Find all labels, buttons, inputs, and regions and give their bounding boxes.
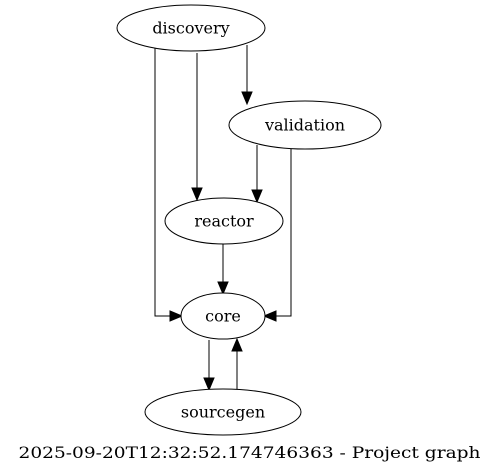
node-core: core bbox=[180, 292, 266, 340]
edge-sourcegen-core bbox=[231, 337, 243, 389]
node-sourcegen: sourcegen bbox=[144, 388, 302, 436]
graph-caption: 2025-09-20T12:32:52.174746363 - Project … bbox=[19, 443, 481, 462]
node-label: sourcegen bbox=[181, 403, 265, 422]
edge-reactor-core bbox=[217, 244, 229, 296]
edge-validation-core bbox=[262, 148, 292, 322]
edge-validation-reactor bbox=[251, 145, 263, 204]
node-label: reactor bbox=[194, 212, 254, 231]
node-validation: validation bbox=[228, 100, 382, 150]
node-label: core bbox=[205, 307, 241, 326]
edge-core-sourcegen bbox=[203, 340, 215, 392]
node-label: validation bbox=[264, 116, 345, 135]
node-label: discovery bbox=[152, 19, 229, 38]
node-discovery: discovery bbox=[116, 4, 266, 52]
edges bbox=[154, 45, 292, 392]
node-reactor: reactor bbox=[164, 197, 284, 245]
edge-discovery-reactor bbox=[191, 53, 203, 202]
edge-discovery-core bbox=[154, 48, 184, 322]
edge-discovery-validation bbox=[241, 45, 253, 106]
